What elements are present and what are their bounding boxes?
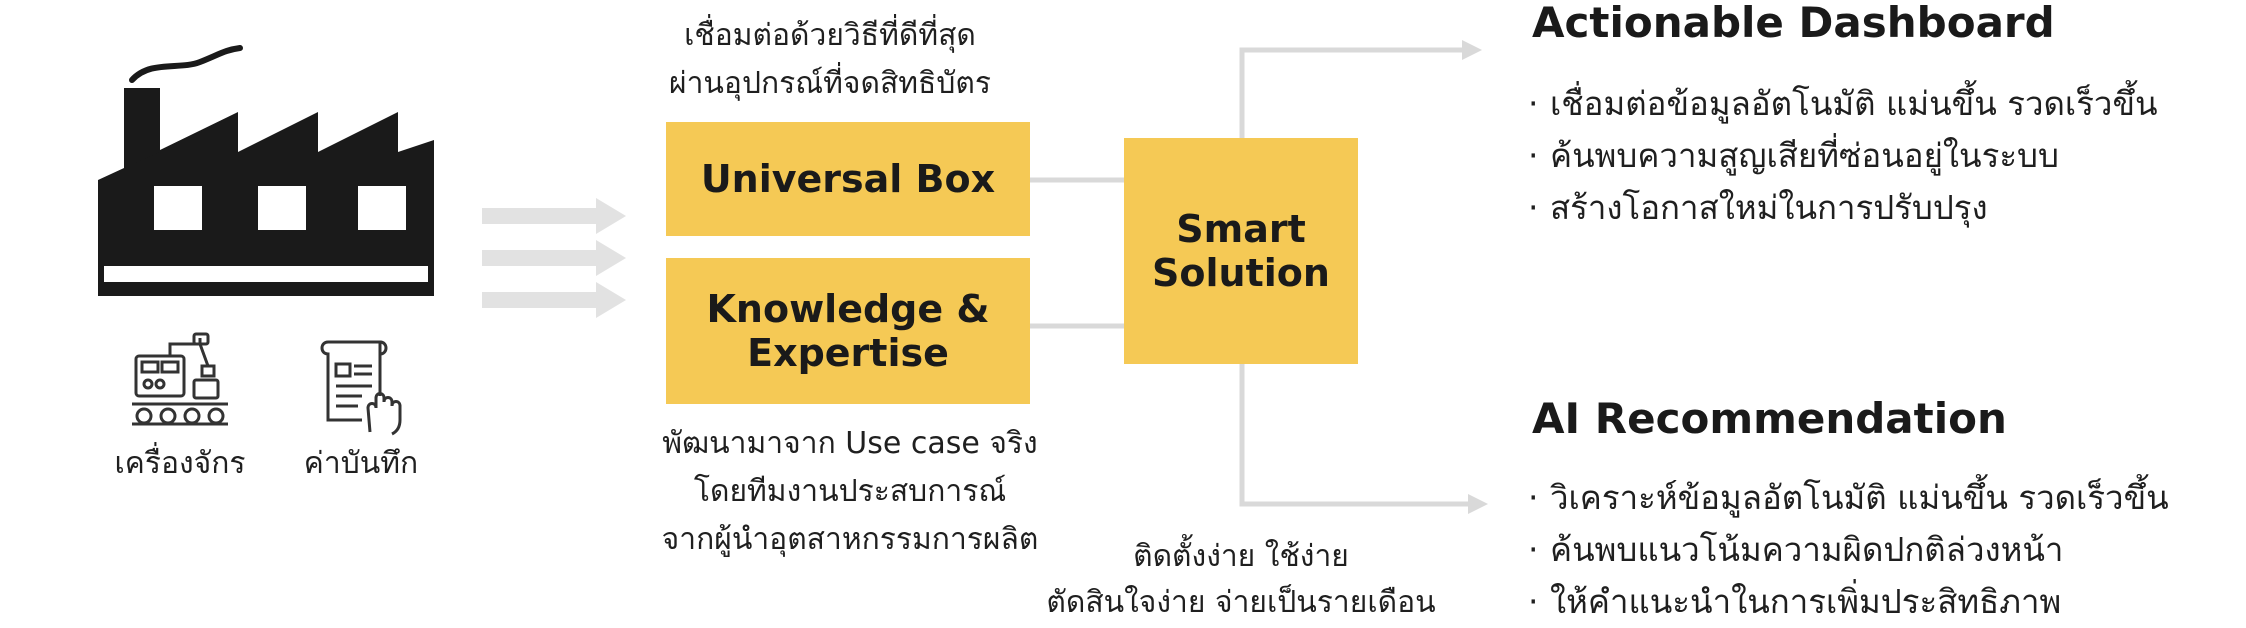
record-label: ค่าบันทึก xyxy=(303,446,419,481)
input-arrows xyxy=(482,198,626,318)
dashboard-bullet: ·ค้นพบความสูญเสียที่ซ่อนอยู่ในระบบ xyxy=(1528,136,2059,175)
smart-caption-line-1: ติดตั้งง่าย ใช้ง่าย xyxy=(1133,539,1349,574)
connection-caption: เชื่อมต่อด้วยวิธีที่ดีที่สุด ผ่านอุปกรณ์… xyxy=(640,12,1020,108)
ai-title: AI Recommendation xyxy=(1532,394,2007,443)
knowledge-box-line-2: Expertise xyxy=(747,331,949,375)
smart-solution-line-1: Smart xyxy=(1176,207,1306,251)
robot-arm-machine-icon xyxy=(132,332,228,426)
universal-box-label: Universal Box xyxy=(700,157,996,201)
ai-bullet: ·ให้คำแนะนำในการเพิ่มประสิทธิภาพ xyxy=(1528,582,2062,621)
expertise-caption-line-2: โดยทีมงานประสบการณ์ xyxy=(693,474,1007,509)
machine-label: เครื่องจักร xyxy=(114,446,246,481)
document-touch-icon xyxy=(320,340,402,436)
connection-caption-line-1: เชื่อมต่อด้วยวิธีที่ดีที่สุด xyxy=(684,18,976,53)
expertise-caption-line-1: พัฒนามาจาก Use case จริง xyxy=(662,426,1038,461)
factory-icon xyxy=(98,45,434,296)
universal-box: Universal Box xyxy=(666,122,1030,236)
dashboard-title: Actionable Dashboard xyxy=(1532,0,2055,47)
smart-solution-line-2: Solution xyxy=(1152,251,1330,295)
ai-bullet: ·วิเคราะห์ข้อมูลอัตโนมัติ แม่นขึ้น รวดเร… xyxy=(1528,478,2169,517)
smart-caption-line-2: ตัดสินใจง่าย จ่ายเป็นรายเดือน xyxy=(1046,585,1436,620)
knowledge-box-line-1: Knowledge & xyxy=(706,287,990,331)
smart-solution-box: Smart Solution xyxy=(1124,138,1358,364)
knowledge-expertise-box: Knowledge & Expertise xyxy=(666,258,1030,404)
ai-bullet: ·ค้นพบแนวโน้มความผิดปกติล่วงหน้า xyxy=(1528,530,2064,569)
ai-bullets: ·วิเคราะห์ข้อมูลอัตโนมัติ แม่นขึ้น รวดเร… xyxy=(1528,472,2169,628)
expertise-caption-line-3: จากผู้นำอุตสาหกรรมการผลิต xyxy=(661,522,1039,557)
connection-caption-line-2: ผ่านอุปกรณ์ที่จดสิทธิบัตร xyxy=(669,66,991,101)
dashboard-bullet: ·สร้างโอกาสใหม่ในการปรับปรุง xyxy=(1528,188,1988,227)
smart-solution-caption: ติดตั้งง่าย ใช้ง่าย ตัดสินใจง่าย จ่ายเป็… xyxy=(1026,534,1456,626)
dashboard-bullets: ·เชื่อมต่อข้อมูลอัตโนมัติ แม่นขึ้น รวดเร… xyxy=(1528,78,2158,234)
expertise-caption: พัฒนามาจาก Use case จริง โดยทีมงานประสบก… xyxy=(630,420,1070,564)
dashboard-bullet: ·เชื่อมต่อข้อมูลอัตโนมัติ แม่นขึ้น รวดเร… xyxy=(1528,84,2158,123)
